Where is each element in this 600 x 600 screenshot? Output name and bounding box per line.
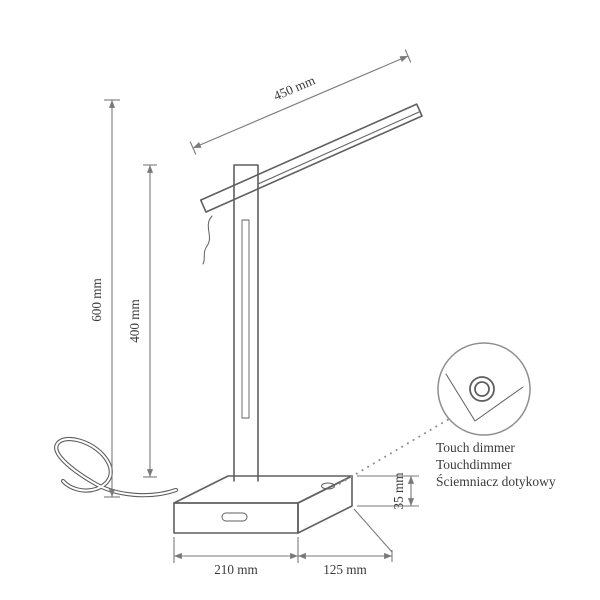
dimension-label-base-thickness: 35 mm xyxy=(391,472,406,510)
touch-dimmer-spot xyxy=(321,482,335,490)
callout-leader-line xyxy=(333,418,450,488)
callout-label-pl: Ściemniacz dotykowy xyxy=(436,474,556,489)
dimension-post-height: 400 mm xyxy=(127,164,157,478)
lamp-post xyxy=(233,164,259,482)
lamp-drawing xyxy=(54,103,423,534)
base-right-face xyxy=(297,475,353,534)
power-cord xyxy=(54,437,179,498)
dimension-base-width: 210 mm xyxy=(173,537,299,577)
dimension-total-height: 600 mm xyxy=(89,99,120,498)
callout-base-corner xyxy=(445,373,524,422)
touch-dimmer-callout: Touch dimmer Touchdimmer Ściemniacz doty… xyxy=(333,342,556,489)
callout-label-en: Touch dimmer xyxy=(436,440,515,455)
touch-dimmer-ring-inner-icon xyxy=(474,381,490,397)
callout-label-de: Touchdimmer xyxy=(436,457,512,472)
dimension-label-base-depth: 125 mm xyxy=(323,562,367,577)
dimension-base-thickness: 35 mm xyxy=(357,472,419,510)
dimension-label-post-height: 400 mm xyxy=(127,298,142,342)
callout-detail-circle xyxy=(437,342,531,436)
extension-line xyxy=(353,508,393,553)
lamp-led-strip xyxy=(257,111,420,185)
base-front-face xyxy=(173,502,299,534)
dimension-label-arm-length: 450 mm xyxy=(271,72,318,103)
lamp-post-slot xyxy=(241,219,250,419)
dimension-label-base-width: 210 mm xyxy=(214,562,258,577)
usb-port xyxy=(221,512,248,522)
touch-dimmer-ring-icon xyxy=(469,376,495,402)
arm-cable xyxy=(202,215,213,265)
dimension-tick xyxy=(404,49,412,63)
dimension-label-total-height: 600 mm xyxy=(89,277,104,321)
dimension-tick xyxy=(189,141,197,155)
dimension-base-depth: 125 mm xyxy=(298,508,393,577)
dimension-line xyxy=(192,55,409,149)
dimension-arm-length: 450 mm xyxy=(189,49,412,155)
